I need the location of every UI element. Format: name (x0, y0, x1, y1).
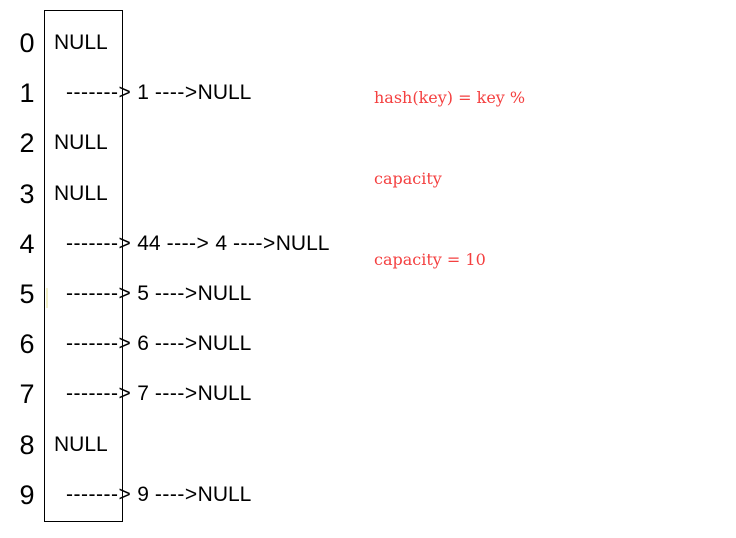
bucket-index-label: 2 (19, 128, 35, 159)
bucket-null-value: NULL (54, 181, 108, 205)
bucket-chain: ------->44---->4---->NULL (66, 227, 329, 261)
bucket-index-label: 6 (19, 329, 35, 360)
bucket-row: 4------->44---->4---->NULL (0, 227, 736, 261)
chain-arrow: -------> (66, 231, 132, 255)
chain-terminator-null: NULL (197, 81, 252, 105)
bucket-row: 6------->6---->NULL (0, 327, 736, 361)
chain-node-value: 44 (137, 231, 161, 255)
chain-node-value: 1 (137, 81, 149, 105)
bucket-row: 1------->1---->NULL (0, 76, 736, 110)
bucket-index-label: 5 (19, 279, 35, 309)
annotation-line-2: capacity (374, 169, 442, 188)
bucket-row: 2 NULL (0, 126, 736, 160)
bucket-row: 5------->5---->NULL (0, 277, 736, 311)
bucket-index-label: 8 (19, 429, 35, 460)
chain-terminator-null: NULL (197, 482, 252, 506)
bucket-row: 8 NULL (0, 428, 736, 462)
text-cursor-artifact (46, 288, 48, 308)
annotation-line-1: hash(key) = key % (374, 88, 526, 107)
chain-arrow: ----> (154, 332, 198, 356)
chain-arrow: -------> (66, 482, 132, 506)
chain-node-value: 9 (137, 482, 149, 506)
bucket-index-label: 0 (19, 28, 35, 58)
bucket-null-value: NULL (54, 131, 108, 155)
chain-arrow: ----> (154, 81, 198, 105)
chain-node-value: 5 (137, 282, 149, 305)
bucket-index-label: 1 (19, 78, 35, 109)
annotation-line-3: capacity = 10 (374, 250, 486, 269)
bucket-index-label: 3 (19, 178, 35, 209)
hash-table-array-box (44, 10, 123, 522)
chain-arrow: -------> (66, 332, 132, 356)
chain-arrow: -------> (66, 81, 132, 105)
chain-terminator-null: NULL (197, 382, 252, 406)
chain-arrow: -------> (66, 382, 132, 406)
bucket-row: 3 NULL (0, 177, 736, 211)
chain-arrow: -------> (66, 282, 132, 305)
bucket-chain: ------->7---->NULL (66, 377, 251, 411)
bucket-chain: ------->1---->NULL (66, 76, 251, 110)
bucket-row: 9------->9---->NULL (0, 478, 736, 512)
chain-node-value: 6 (137, 332, 149, 356)
bucket-chain: ------->6---->NULL (66, 327, 251, 361)
chain-node-value: 7 (137, 382, 149, 406)
chain-arrow: ----> (154, 382, 198, 406)
bucket-chain: ------->5---->NULL (66, 277, 251, 311)
bucket-index-label: 9 (19, 479, 35, 510)
bucket-index-label: 7 (19, 379, 35, 410)
bucket-index-label: 4 (19, 228, 35, 259)
bucket-null-value: NULL (54, 432, 108, 456)
bucket-row: 0 NULL (0, 26, 736, 60)
chain-arrow: ----> (154, 282, 198, 305)
bucket-row: 7------->7---->NULL (0, 377, 736, 411)
chain-terminator-null: NULL (197, 332, 252, 356)
bucket-chain: ------->9---->NULL (66, 478, 251, 512)
chain-arrow: ----> (154, 482, 198, 506)
chain-terminator-null: NULL (197, 282, 252, 305)
chain-terminator-null: NULL (275, 231, 330, 255)
hash-formula-annotation: hash(key) = key % capacity capacity = 10 (374, 30, 694, 327)
chain-arrow: ----> (166, 231, 210, 255)
chain-node-value: 4 (215, 231, 228, 255)
chain-arrow: ----> (233, 231, 276, 255)
bucket-null-value: NULL (54, 31, 108, 54)
